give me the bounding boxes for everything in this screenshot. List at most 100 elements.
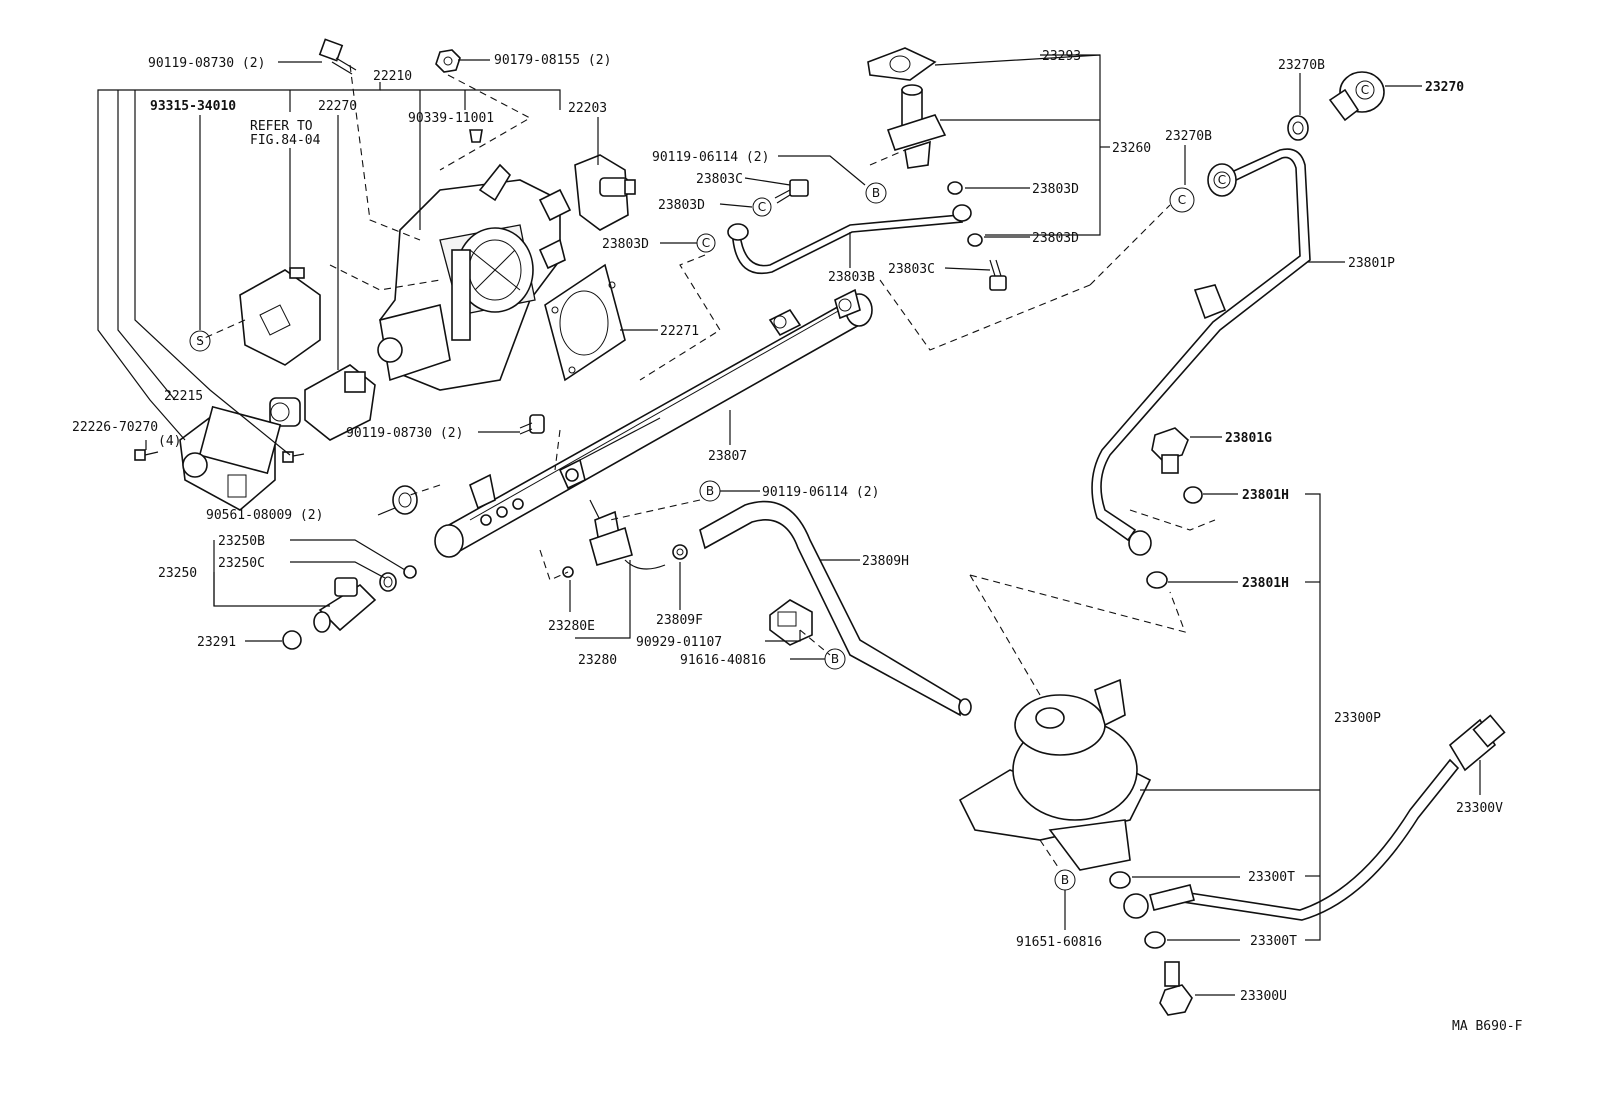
label-22203: 22203: [568, 101, 607, 116]
label-90339-11001: 90339-11001: [408, 111, 494, 126]
label-23260: 23260: [1112, 141, 1151, 156]
label-91651-60816: 91651-60816: [1016, 935, 1102, 950]
clip-23809F: [672, 544, 688, 560]
label-23250C: 23250C: [218, 556, 265, 571]
label-23280E: 23280E: [548, 619, 595, 634]
marker-s: S: [189, 330, 211, 352]
union-23300T-fitting: [1123, 884, 1195, 919]
label-23803D-b: 23803D: [602, 237, 649, 252]
svg-text:B: B: [706, 484, 714, 498]
gasket-22215: [179, 405, 282, 511]
washer-23803D-d: [967, 233, 983, 247]
insulator-90561-08009: [392, 485, 418, 515]
label-refer-to: REFER TO: [250, 119, 313, 134]
label-23270B-a: 23270B: [1278, 58, 1325, 73]
label-90561-08009: 90561-08009 (2): [206, 508, 323, 523]
label-23270: 23270: [1425, 80, 1464, 95]
washer-23803D-c: [947, 181, 963, 195]
marker-b-2: B: [699, 480, 721, 502]
marker-b-1: B: [865, 182, 887, 204]
label-23803D-c: 23803D: [1032, 182, 1079, 197]
marker-c-3: C: [1169, 187, 1195, 213]
reference-lines: [199, 64, 1216, 871]
label-91616-40816: 91616-40816: [680, 653, 766, 668]
marker-c-2: C: [696, 233, 716, 253]
fuel-delivery-pipe-23807: [434, 288, 873, 558]
label-23803D-a: 23803D: [658, 198, 705, 213]
label-23803B: 23803B: [828, 270, 875, 285]
svg-text:C: C: [1218, 173, 1226, 187]
label-23801G: 23801G: [1225, 431, 1272, 446]
part-labels: 90119-08730 (2) 90179-08155 (2) 22210 93…: [72, 49, 1523, 1034]
label-23300V: 23300V: [1456, 801, 1503, 816]
cap-90339-11001: [469, 129, 483, 143]
label-93315-34010: 93315-34010: [150, 99, 236, 114]
bolt-22226-70270: [134, 449, 305, 463]
svg-text:C: C: [758, 200, 766, 214]
label-90179-08155: 90179-08155 (2): [494, 53, 611, 68]
bolt-90119-08730-top: [318, 38, 357, 75]
svg-text:B: B: [872, 186, 880, 200]
injector-23250: [313, 577, 377, 633]
nut-90179-08155: [435, 49, 461, 73]
bolt-23803C-a: [774, 179, 809, 204]
bolt-90119-08730-mid: [519, 414, 545, 435]
label-23250: 23250: [158, 566, 197, 581]
label-22215: 22215: [164, 389, 203, 404]
label-23300T-a: 23300T: [1248, 870, 1295, 885]
label-22226-qty: (4): [158, 434, 181, 449]
damper-23260: [886, 84, 947, 169]
fuel-tube-23803B: [727, 204, 972, 274]
marker-b-4: B: [1054, 869, 1076, 891]
label-22271: 22271: [660, 324, 699, 339]
label-23807: 23807: [708, 449, 747, 464]
valve-22270: [269, 364, 376, 441]
svg-text:C: C: [1361, 83, 1369, 97]
diagram-code: MA B690-F: [1452, 1019, 1523, 1034]
label-23809H: 23809H: [862, 554, 909, 569]
fuel-filter-23300P: [958, 678, 1152, 871]
label-23803D-d: 23803D: [1032, 231, 1079, 246]
label-90119-06114-top: 90119-06114 (2): [652, 150, 769, 165]
bolt-23803C-b: [989, 259, 1007, 291]
label-23270B-b: 23270B: [1165, 129, 1212, 144]
label-23801P: 23801P: [1348, 256, 1395, 271]
label-23250B: 23250B: [218, 534, 265, 549]
label-90929-01107: 90929-01107: [636, 635, 722, 650]
label-23300U: 23300U: [1240, 989, 1287, 1004]
label-22210: 22210: [373, 69, 412, 84]
label-23803C-b: 23803C: [888, 262, 935, 277]
label-90119-08730-mid: 90119-08730 (2): [346, 426, 463, 441]
bracket-93315-34010: [239, 267, 321, 366]
label-90119-08730-top: 90119-08730 (2): [148, 56, 265, 71]
union-23270: [1328, 71, 1385, 122]
label-90119-06114-mid: 90119-06114 (2): [762, 485, 879, 500]
label-refer-fig: FIG.84-04: [250, 133, 321, 148]
svg-text:B: B: [831, 652, 839, 666]
gasket-23270B-a: [1287, 115, 1309, 141]
regulator-23280: [589, 499, 666, 570]
label-23300T-b: 23300T: [1250, 934, 1297, 949]
grommet-23250C: [379, 572, 397, 592]
label-23291: 23291: [197, 635, 236, 650]
hose-23809H: [699, 500, 972, 717]
sensor-22203: [574, 154, 636, 231]
washer-23801H-a: [1183, 486, 1203, 504]
hose-23300V: [1169, 714, 1506, 921]
grommet-23291: [282, 630, 302, 650]
washer-23801H-b: [1146, 571, 1168, 589]
marker-c-1: C: [752, 197, 772, 217]
label-23809F: 23809F: [656, 613, 703, 628]
label-22226-70270: 22226-70270: [72, 420, 158, 435]
washer-23300T-a: [1109, 871, 1131, 889]
svg-text:C: C: [1178, 193, 1186, 207]
svg-text:B: B: [1061, 873, 1069, 887]
label-22270: 22270: [318, 99, 357, 114]
marker-c-5: C: [1355, 80, 1375, 100]
gasket-22271: [544, 263, 626, 382]
fuel-pipe-23801P: [1091, 148, 1311, 556]
label-23280: 23280: [578, 653, 617, 668]
label-23803C-a: 23803C: [696, 172, 743, 187]
throttle-body-22210: [377, 163, 572, 391]
